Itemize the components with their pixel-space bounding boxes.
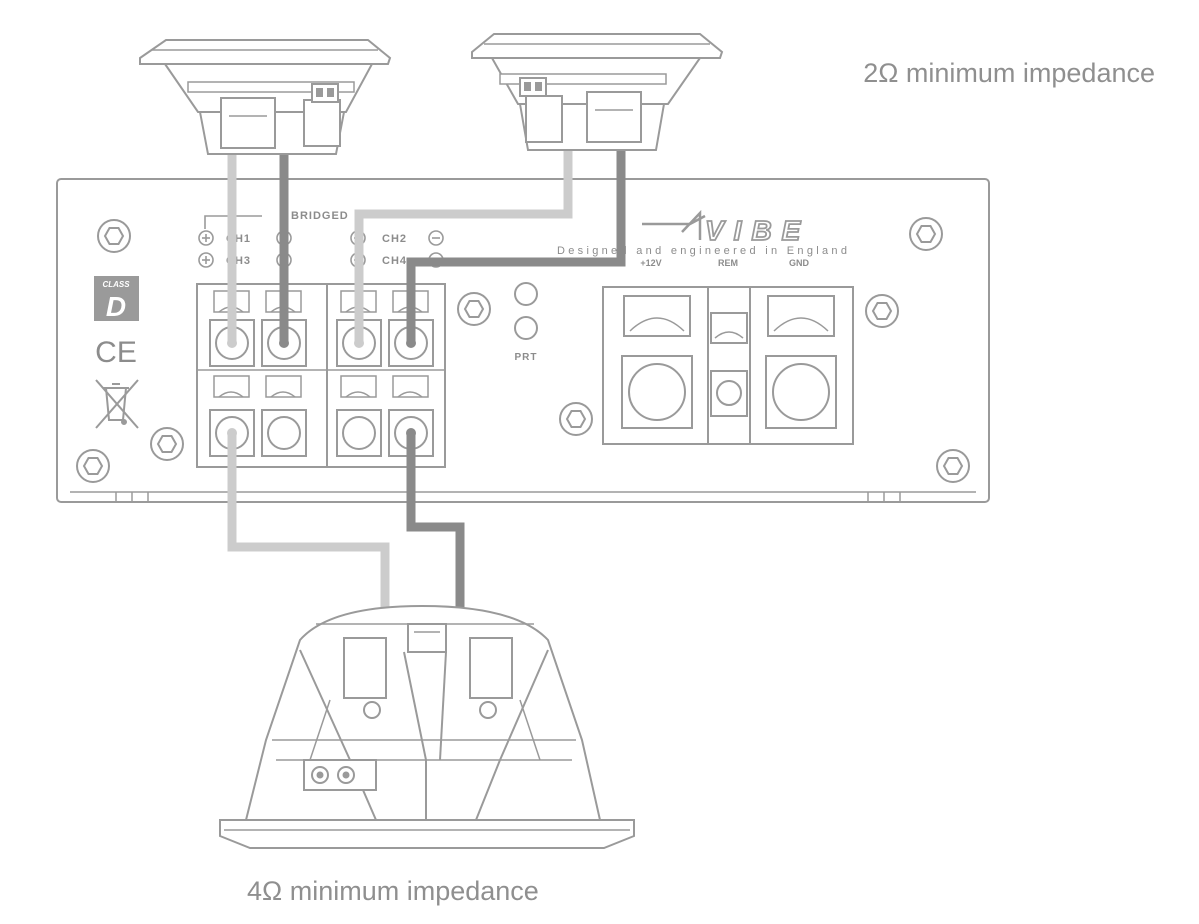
screw-icon: [865, 294, 899, 328]
screw-icon: [909, 217, 943, 251]
screw-icon: [150, 427, 184, 461]
ce-mark: CE: [95, 336, 137, 369]
speaker-wires: [227, 150, 626, 610]
screw-icon: [936, 449, 970, 483]
bridged-label: BRIDGED: [291, 210, 349, 222]
ch4-label: CH4: [382, 255, 407, 267]
weee-bin-icon: [95, 379, 139, 429]
wire-bridged-negative: [406, 433, 465, 610]
screw-icon: [457, 292, 491, 326]
speaker-right-icon: [471, 33, 724, 151]
ch2-label: CH2: [382, 233, 407, 245]
screw-icon: [559, 402, 593, 436]
speaker-left-icon: [139, 39, 392, 155]
screw-icon: [97, 219, 131, 253]
top-impedance-note: 2Ω minimum impedance: [863, 58, 1155, 88]
mounting-screws: [76, 217, 970, 483]
protect-label: PRT: [515, 352, 538, 363]
class-badge-big: D: [106, 291, 126, 322]
class-badge-small: CLASS: [102, 280, 130, 289]
amplifier-panel: [56, 178, 990, 503]
vibe-logo: VIBE: [642, 209, 810, 247]
power-terminal-block: [602, 286, 854, 445]
wire-terminal-dots: [227, 338, 416, 438]
brand-logo-text: VIBE: [705, 215, 810, 246]
class-d-badge: CLASS D: [94, 276, 139, 322]
power-label-rem: REM: [718, 258, 738, 268]
wire-bridged-positive: [227, 433, 390, 610]
tagline: Designed and engineered in England: [557, 245, 850, 257]
power-label-gnd: GND: [789, 258, 810, 268]
wire-ch2-positive: [354, 150, 573, 343]
bottom-impedance-note: 4Ω minimum impedance: [247, 876, 539, 906]
subwoofer-icon: [219, 604, 635, 849]
wire-ch2-negative: [406, 150, 626, 343]
screw-icon: [76, 449, 110, 483]
protect-leds: [514, 282, 538, 340]
power-label-12v: +12V: [640, 258, 661, 268]
